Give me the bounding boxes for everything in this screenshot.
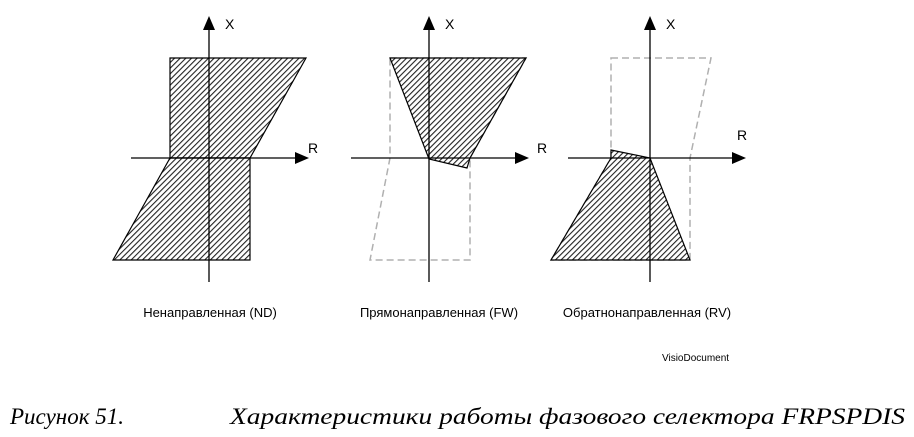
fw-x-label: X (445, 16, 455, 32)
nd-upper-zone (169, 57, 308, 159)
rv-caption: Обратнонаправленная (RV) (563, 305, 731, 320)
nd-r-arrow (295, 152, 309, 164)
rv-operate-zone (549, 149, 691, 261)
rv-r-arrow (732, 152, 746, 164)
rv-r-label: R (737, 127, 747, 143)
rv-x-label: X (666, 16, 676, 32)
fw-r-arrow (515, 152, 529, 164)
nd-lower-zone (111, 157, 251, 261)
rv-x-arrow (644, 16, 656, 30)
figure-title: Характеристики работы фазового селектора… (229, 404, 906, 429)
fw-x-arrow (423, 16, 435, 30)
figure-number: Рисунок 51. (9, 404, 124, 429)
fw-caption: Прямонаправленная (FW) (360, 305, 518, 320)
nd-x-label: X (225, 16, 235, 32)
fw-operate-zone (389, 57, 528, 169)
nd-x-arrow (203, 16, 215, 30)
diagram-fw: X R Прямонаправленная (FW) (351, 16, 547, 320)
nd-r-label: R (308, 140, 318, 156)
fw-r-label: R (537, 140, 547, 156)
source-label: VisioDocument (662, 353, 729, 364)
nd-caption: Ненаправленная (ND) (143, 305, 277, 320)
diagram-nd: X R Ненаправленная (ND) (111, 16, 318, 320)
diagram-rv: X R Обратнонаправленная (RV) (549, 16, 747, 320)
